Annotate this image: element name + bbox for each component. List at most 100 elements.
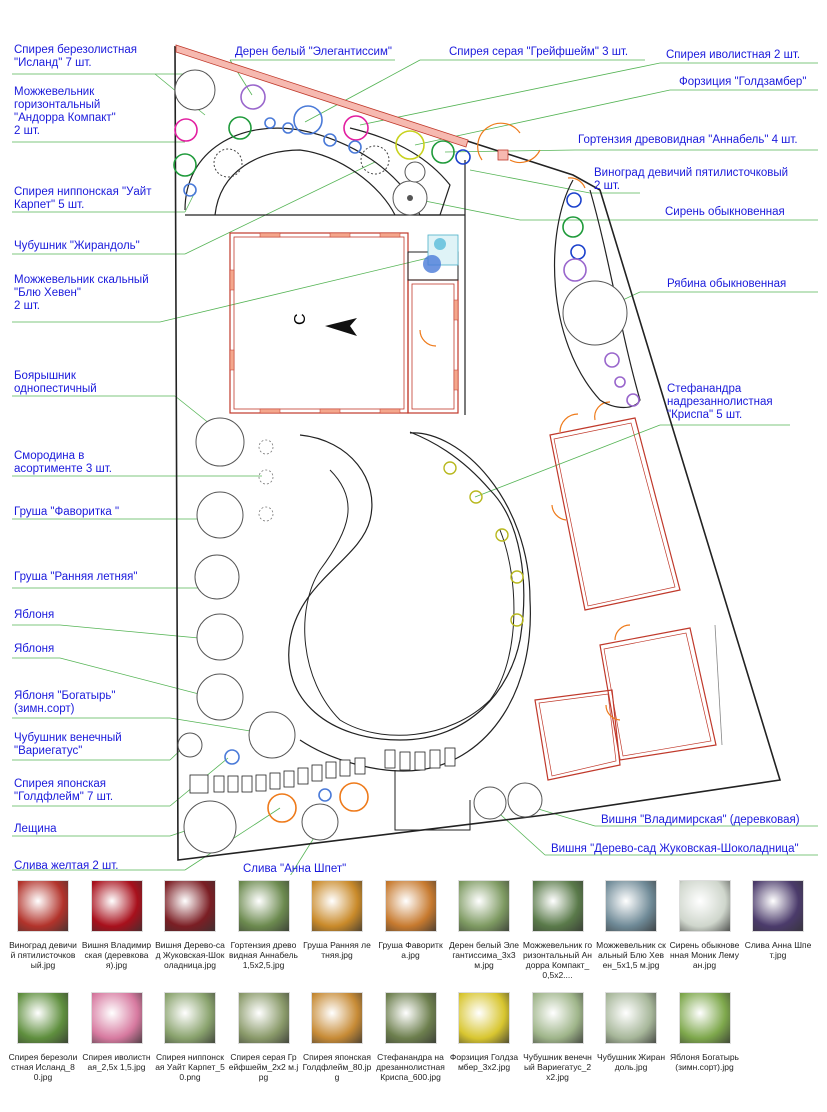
outbuilding-east xyxy=(549,417,681,611)
hazel-icon xyxy=(183,800,237,854)
thumbnail-caption: Сирень обыкновенная Моник Лемуан.jpg xyxy=(669,940,740,970)
house-outline xyxy=(229,232,409,414)
thumbnail-caption: Чубушник Жирандоль.jpg xyxy=(596,1052,666,1072)
plum-anna-shpet-icon xyxy=(301,803,339,841)
apple-bogatyr-icon xyxy=(248,711,296,759)
label-philadelphus-girandole: Чубушник "Жирандоль" xyxy=(14,240,140,252)
thumbnail-item[interactable]: Можжевельник горизонтальный Андорра Комп… xyxy=(523,880,593,980)
thumbnail-item[interactable]: Вишня Дерево-сад Жуковская-Шоколадница.j… xyxy=(155,880,225,970)
thumbnail-item[interactable]: Гортензия древовидная Аннабель 1,5x2,5.j… xyxy=(229,880,299,970)
lawn-outline xyxy=(288,431,525,741)
photo-icon xyxy=(17,992,69,1044)
photo-icon xyxy=(17,880,69,932)
label-spirea-grefsheim: Спирея серая "Грейфшейм" 3 шт. xyxy=(449,46,629,58)
label-apple-1: Яблоня xyxy=(14,609,55,621)
thumbnail-caption: Спирея серая Грейфшейм_2x2 м.jpg xyxy=(228,1052,299,1082)
lilac-small-icon xyxy=(404,161,426,183)
label-rowan: Рябина обыкновенная xyxy=(667,278,787,290)
thumbnail-caption: Спирея березолистная Исланд_80.jpg xyxy=(8,1052,78,1082)
philadelphus-girandole-icon xyxy=(213,145,390,178)
thumbnail-caption: Яблоня Богатырь (зимн.сорт).jpg xyxy=(670,1052,739,1072)
photo-icon xyxy=(237,992,290,1044)
pear-early-summer-icon xyxy=(194,554,240,600)
thumbnail-item[interactable]: Слива Анна Шпет.jpg xyxy=(743,880,813,960)
thumbnail-caption: Груша Ранняя летняя.jpg xyxy=(303,940,371,960)
thumbnail-item[interactable]: Спирея серая Грейфшейм_2x2 м.jpg xyxy=(229,992,299,1082)
thumbnail-caption: Дерен белый Элегантиссима_3x3 м.jpg xyxy=(449,940,519,970)
photo-icon xyxy=(311,880,363,932)
thumbnail-caption: Виноград девичий пятилисточковый.jpg xyxy=(9,940,77,970)
label-juniper-andorra: Можжевельник горизонтальный "Андорра Ком… xyxy=(14,86,116,137)
thumbnail-item[interactable]: Спирея ниппонская Уайт Карпет_50.png xyxy=(155,992,225,1082)
stepping-stones xyxy=(189,747,456,794)
label-spirea-island: Спирея березолистная "Исланд" 7 шт. xyxy=(14,44,137,69)
label-stephanandra: Стефанандра надрезаннолистная "Криспа" 5… xyxy=(667,383,773,421)
pear-favoritka-icon xyxy=(196,491,244,539)
photo-icon xyxy=(531,992,584,1044)
currants xyxy=(258,439,274,522)
thumbnail-item[interactable]: Груша Фаворитка.jpg xyxy=(376,880,446,960)
fence-hatched xyxy=(175,44,469,148)
label-spirea-salicifolia: Спирея иволистная 2 шт. xyxy=(666,49,801,61)
photo-icon xyxy=(90,880,143,932)
label-juniper-blue-haven: Можжевельник скальный "Блю Хевен" 2 шт. xyxy=(14,274,149,312)
bed-east xyxy=(553,179,641,409)
photo-icon xyxy=(752,880,804,932)
thumbnail-item[interactable]: Груша Ранняя летняя.jpg xyxy=(302,880,372,960)
thumbnail-caption: Слива Анна Шпет.jpg xyxy=(744,940,812,960)
photo-icon xyxy=(605,992,657,1044)
thumbnail-item[interactable]: Форзиция Голдзамбер_3x2.jpg xyxy=(449,992,519,1072)
photo-icon xyxy=(678,880,731,932)
compass-letter: С xyxy=(292,313,309,325)
gate-post xyxy=(497,149,509,161)
thumbnail-caption: Можжевельник горизонтальный Андорра Комп… xyxy=(522,940,593,980)
label-apple-2: Яблоня xyxy=(14,643,55,655)
juniper-blue-haven-icon xyxy=(423,255,441,273)
cherry-vladimirskaya-icon xyxy=(507,782,543,818)
thumbnail-caption: Спирея японская Голдфлейм_80.jpg xyxy=(302,1052,372,1082)
label-cornus-elegantissima: Дерен белый "Элегантиссим" xyxy=(235,46,392,58)
label-plum-anna-shpet: Слива "Анна Шпет" xyxy=(243,863,347,875)
label-currant: Смородина в асортименте 3 шт. xyxy=(14,450,112,475)
outbuilding-south xyxy=(599,627,717,761)
label-hydrangea-annabelle: Гортензия древовидная "Аннабель" 4 шт. xyxy=(578,134,798,146)
thumbnail-caption: Спирея иволистная_2,5x 1,5.jpg xyxy=(82,1052,151,1072)
thumbnail-item[interactable]: Дерен белый Элегантиссима_3x3 м.jpg xyxy=(449,880,519,970)
label-lilac: Сирень обыкновенная xyxy=(665,206,785,218)
trees xyxy=(174,69,628,854)
spirea-island-icon xyxy=(174,69,216,111)
thumbnail-item[interactable]: Вишня Владимирская (деревковая).jpg xyxy=(82,880,152,970)
thumbnail-caption: Можжевельник скальный Блю Хевен_5x1,5 м.… xyxy=(596,940,666,970)
thumbnail-caption: Вишня Владимирская (деревковая).jpg xyxy=(81,940,152,970)
thumbnail-item[interactable]: Виноград девичий пятилисточковый.jpg xyxy=(8,880,78,970)
label-spirea-goldflame: Спирея японская "Голдфлейм" 7 шт. xyxy=(14,778,114,803)
thumbnail-caption: Гортензия древовидная Аннабель 1,5x2,5.j… xyxy=(228,940,298,970)
thumbnail-item[interactable]: Можжевельник скальный Блю Хевен_5x1,5 м.… xyxy=(596,880,666,970)
label-plum-yellow: Слива желтая 2 шт. xyxy=(14,860,119,872)
photo-icon xyxy=(458,880,510,932)
photo-icon xyxy=(164,880,216,932)
thumbnail-item[interactable]: Спирея иволистная_2,5x 1,5.jpg xyxy=(82,992,152,1072)
label-philadelphus-variegatus: Чубушник венечный "Вариегатус" xyxy=(14,732,122,757)
thumbnail-caption: Стефанандра надрезаннолистная Криспа_600… xyxy=(376,1052,445,1082)
thumbnail-item[interactable]: Спирея японская Голдфлейм_80.jpg xyxy=(302,992,372,1082)
thumbnail-caption: Вишня Дерево-сад Жуковская-Шоколадница.j… xyxy=(155,940,225,970)
label-apple-bogatyr: Яблоня "Богатырь" (зимн.сорт) xyxy=(14,690,116,715)
shrubs xyxy=(173,84,640,823)
photo-icon xyxy=(458,992,510,1044)
photo-icon xyxy=(384,880,437,932)
thumbnail-item[interactable]: Чубушник Жирандоль.jpg xyxy=(596,992,666,1072)
hawthorn-icon xyxy=(195,417,245,467)
rowan-icon xyxy=(562,280,628,346)
thumbnail-item[interactable]: Спирея березолистная Исланд_80.jpg xyxy=(8,992,78,1082)
thumbnail-item[interactable]: Сирень обыкновенная Моник Лемуан.jpg xyxy=(670,880,740,970)
apple-tree-icon xyxy=(196,613,244,661)
label-cherry-vladimirskaya: Вишня "Владимирская" (деревковая) xyxy=(601,814,800,826)
thumbnail-item[interactable]: Яблоня Богатырь (зимн.сорт).jpg xyxy=(670,992,740,1072)
thumbnail-item[interactable]: Стефанандра надрезаннолистная Криспа_600… xyxy=(376,992,446,1082)
north-arrow-icon xyxy=(325,318,357,336)
thumbnail-caption: Спирея ниппонская Уайт Карпет_50.png xyxy=(155,1052,225,1082)
house-annex xyxy=(407,279,459,414)
gate-swing xyxy=(477,122,521,161)
thumbnail-item[interactable]: Чубушник венечный Вариегатус_2x2.jpg xyxy=(523,992,593,1082)
